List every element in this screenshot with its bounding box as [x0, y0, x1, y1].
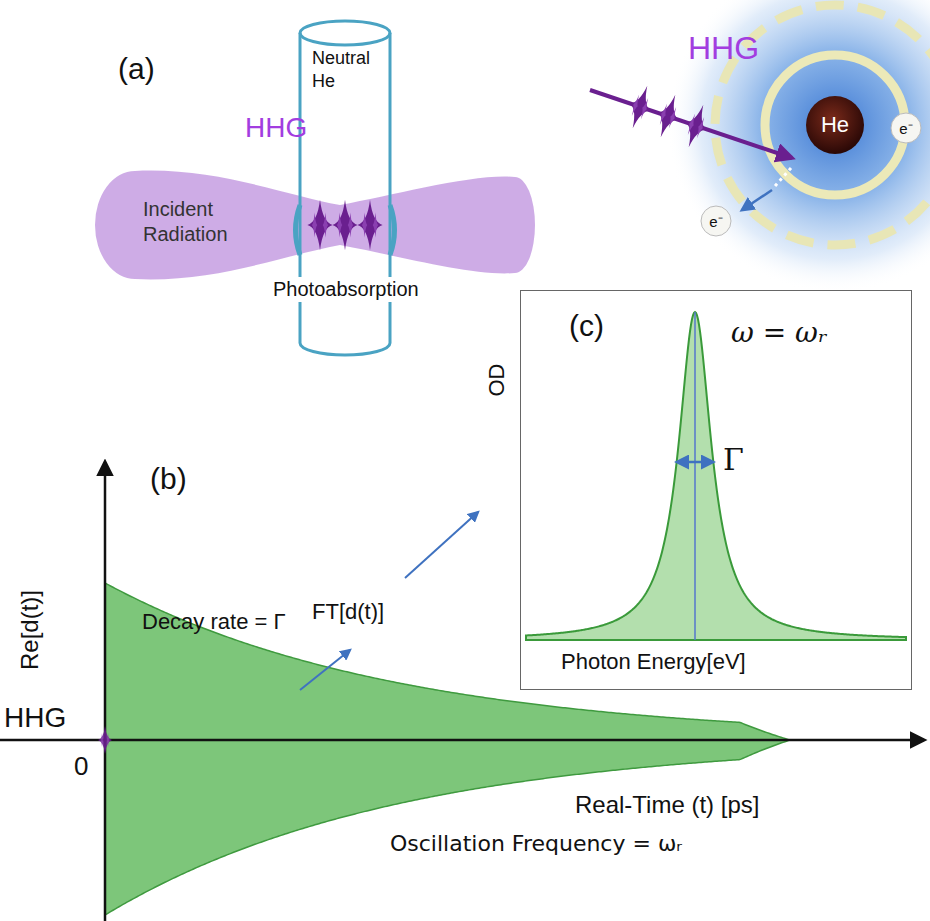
hhg-arrow — [590, 90, 792, 158]
label-slot: Oscillation Frequency = ωᵣ — [390, 830, 682, 858]
hhg-label: HHG — [688, 28, 759, 68]
text-slot: Neutral He — [312, 47, 384, 92]
lorentzian-peak — [526, 312, 906, 640]
node-text: ω = ωᵣ — [731, 315, 828, 350]
label-slot: (b) — [150, 460, 187, 498]
vacancy-dots — [775, 168, 791, 186]
label-slot: Re[d(t)] — [15, 590, 45, 670]
cell-body — [300, 33, 390, 355]
label-slot: HHG — [688, 28, 759, 68]
time-axis — [0, 739, 924, 742]
node-text: Photoabsorption — [270, 277, 422, 302]
hhg-pulse — [357, 200, 382, 250]
hhg-pulse — [650, 91, 686, 141]
label-slot: HHG — [4, 700, 66, 735]
width-arrow — [677, 461, 713, 464]
axis-title: OD — [483, 364, 511, 397]
bound-electron: e⁻ — [890, 112, 922, 144]
node-text: Neutral He — [312, 47, 384, 92]
cell-walls — [296, 21, 395, 355]
node-text: e⁻ — [899, 121, 912, 136]
text-slot: He — [806, 96, 864, 154]
spectrum-panel: (c) ω = ωᵣ Γ — [520, 290, 912, 690]
resonance-line — [694, 312, 696, 640]
node-text: He — [821, 114, 849, 136]
hhg-label: HHG — [245, 110, 307, 145]
inner-orbit — [765, 55, 905, 195]
hhg-pulse — [332, 200, 357, 250]
text-slot: Photoabsorption — [270, 277, 422, 302]
node-text: (c) — [569, 307, 604, 345]
axis-title: Re[d(t)] — [15, 590, 45, 670]
node-text: Incident Radiation — [143, 197, 258, 247]
text-slot: e⁻ — [700, 205, 732, 237]
text-slot: e⁻ — [890, 112, 922, 144]
ft-arrow — [300, 650, 350, 690]
hhg-label: HHG — [4, 700, 66, 735]
label-slot: (a) — [118, 50, 155, 88]
hhg-pulse-origin — [98, 726, 112, 754]
node-text: Γ — [723, 441, 744, 479]
ft-arrow — [405, 512, 478, 578]
text-slot: (c) — [569, 307, 604, 345]
gas-cell: Neutral He Photoabsorption — [230, 15, 460, 360]
label-slot: Decay rate = Γ — [142, 608, 286, 636]
electron-cloud — [667, 0, 930, 293]
frequency-note: Oscillation Frequency = ωᵣ — [390, 830, 682, 858]
nucleus-circle — [806, 96, 864, 154]
label-slot: Photon Energy[eV] — [558, 648, 749, 676]
label-slot: OD — [483, 364, 511, 397]
text-slot: Γ — [723, 441, 744, 479]
decay-note: Decay rate = Γ — [142, 608, 286, 636]
node-text: e⁻ — [709, 214, 722, 229]
text-slot: ω = ωᵣ — [731, 315, 828, 350]
text-slot: Incident Radiation — [143, 197, 258, 247]
electron-circle — [701, 206, 731, 236]
dipole-axis — [104, 462, 107, 921]
label-slot: 0 — [74, 750, 88, 783]
axis-title: Real-Time (t) [ps] — [575, 790, 759, 820]
electron-circle — [891, 113, 921, 143]
ejected-electron: e⁻ — [700, 205, 732, 237]
spectrum-ground — [520, 290, 912, 690]
panel-letter: (a) — [118, 50, 155, 88]
hhg-pulse — [622, 82, 658, 132]
transform-label: FT[d(t)] — [312, 598, 384, 626]
ejection-arrow — [742, 190, 772, 210]
axis-title: Photon Energy[eV] — [558, 648, 749, 676]
origin-label: 0 — [74, 750, 88, 783]
hhg-pulse — [678, 101, 714, 151]
beam-shape — [95, 171, 535, 280]
panel-letter: (b) — [150, 460, 187, 498]
label-slot: FT[d(t)] — [312, 598, 384, 626]
hhg-pulse — [307, 200, 332, 250]
label-slot: HHG — [245, 110, 307, 145]
label-slot: Real-Time (t) [ps] — [575, 790, 759, 820]
helium-nucleus: He — [806, 96, 864, 154]
cell-top — [300, 21, 390, 45]
